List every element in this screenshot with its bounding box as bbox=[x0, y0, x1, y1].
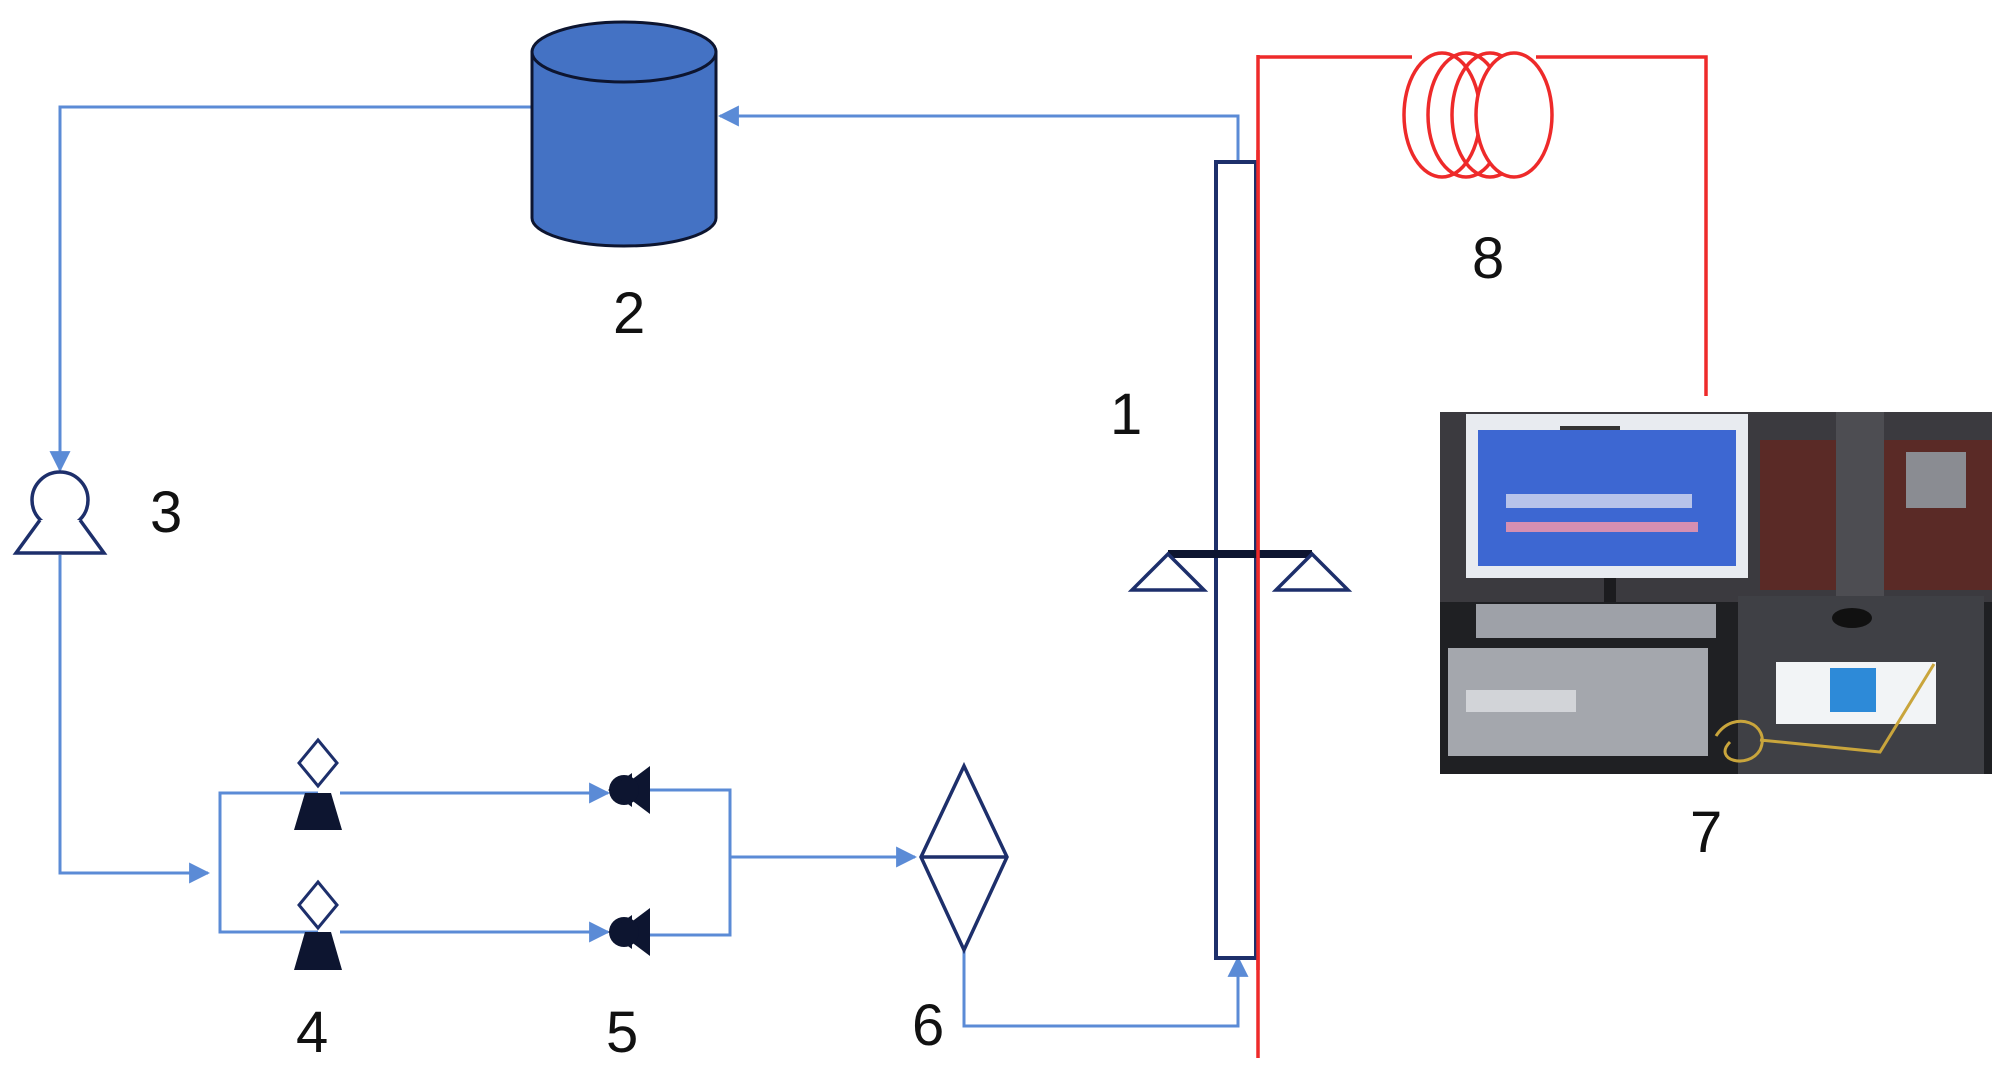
screen-text-line-1 bbox=[1506, 494, 1692, 508]
component-labels: 1 2 3 4 5 6 7 8 bbox=[150, 226, 1722, 1065]
interrogator-screen-blue bbox=[1830, 668, 1876, 712]
pipe-filter-to-column bbox=[962, 950, 1249, 1028]
pipe-tank-to-pump bbox=[49, 105, 532, 473]
label-fiber-coil: 8 bbox=[1472, 226, 1504, 291]
test-column bbox=[1127, 150, 1353, 970]
label-interrogator: 7 bbox=[1690, 800, 1722, 865]
coil-loop-1 bbox=[1402, 51, 1482, 179]
label-tank: 2 bbox=[613, 281, 645, 346]
label-column: 1 bbox=[1110, 382, 1142, 447]
support-right-triangle bbox=[1271, 551, 1353, 592]
valve-lower bbox=[294, 879, 342, 970]
flowmeter-upper bbox=[608, 766, 650, 814]
interrogator-equipment-photo bbox=[1440, 412, 1992, 774]
flowmeter-tail bbox=[608, 773, 632, 807]
pipe-flowmeter-merge bbox=[650, 788, 732, 937]
monitor-stand bbox=[1604, 578, 1616, 606]
photo-window bbox=[1906, 452, 1966, 508]
support-left-triangle bbox=[1127, 551, 1209, 592]
mouse-device bbox=[1832, 608, 1872, 628]
fiber-from-coil bbox=[1536, 55, 1708, 396]
coil-loop-4 bbox=[1474, 51, 1554, 179]
screen-text-line-2 bbox=[1506, 522, 1698, 532]
pump-impeller bbox=[30, 470, 90, 530]
flowmeter-lower bbox=[608, 908, 650, 956]
tank-body bbox=[530, 50, 718, 248]
label-filter: 6 bbox=[912, 993, 944, 1058]
screen-header bbox=[1560, 426, 1620, 430]
column-tube bbox=[1214, 160, 1258, 960]
label-valve: 4 bbox=[296, 1000, 328, 1065]
keyboard-device bbox=[1476, 604, 1716, 638]
valve-diamond bbox=[297, 879, 339, 931]
label-pump: 3 bbox=[150, 480, 182, 545]
label-flowmeter: 5 bbox=[606, 1000, 638, 1065]
pipe-column-to-tank bbox=[717, 105, 1240, 162]
pipe-manifold-split bbox=[218, 791, 318, 934]
photo-pillar bbox=[1836, 412, 1884, 602]
fiber-coil bbox=[1402, 51, 1554, 179]
flowmeter-tail bbox=[608, 915, 632, 949]
rack-panel bbox=[1466, 690, 1576, 712]
valve-body bbox=[294, 793, 342, 830]
valve-diamond bbox=[297, 737, 339, 789]
filter-symbol bbox=[919, 761, 1009, 955]
pump-symbol bbox=[12, 470, 108, 555]
water-tank bbox=[530, 20, 718, 248]
tank-top bbox=[530, 20, 718, 84]
pump-base bbox=[12, 518, 108, 555]
valve-upper bbox=[294, 737, 342, 830]
water-pipe-network bbox=[49, 105, 1249, 1028]
pipe-pump-to-manifold bbox=[58, 555, 211, 884]
valve-body bbox=[294, 932, 342, 970]
fiber-cable-bundle bbox=[1714, 663, 1936, 763]
